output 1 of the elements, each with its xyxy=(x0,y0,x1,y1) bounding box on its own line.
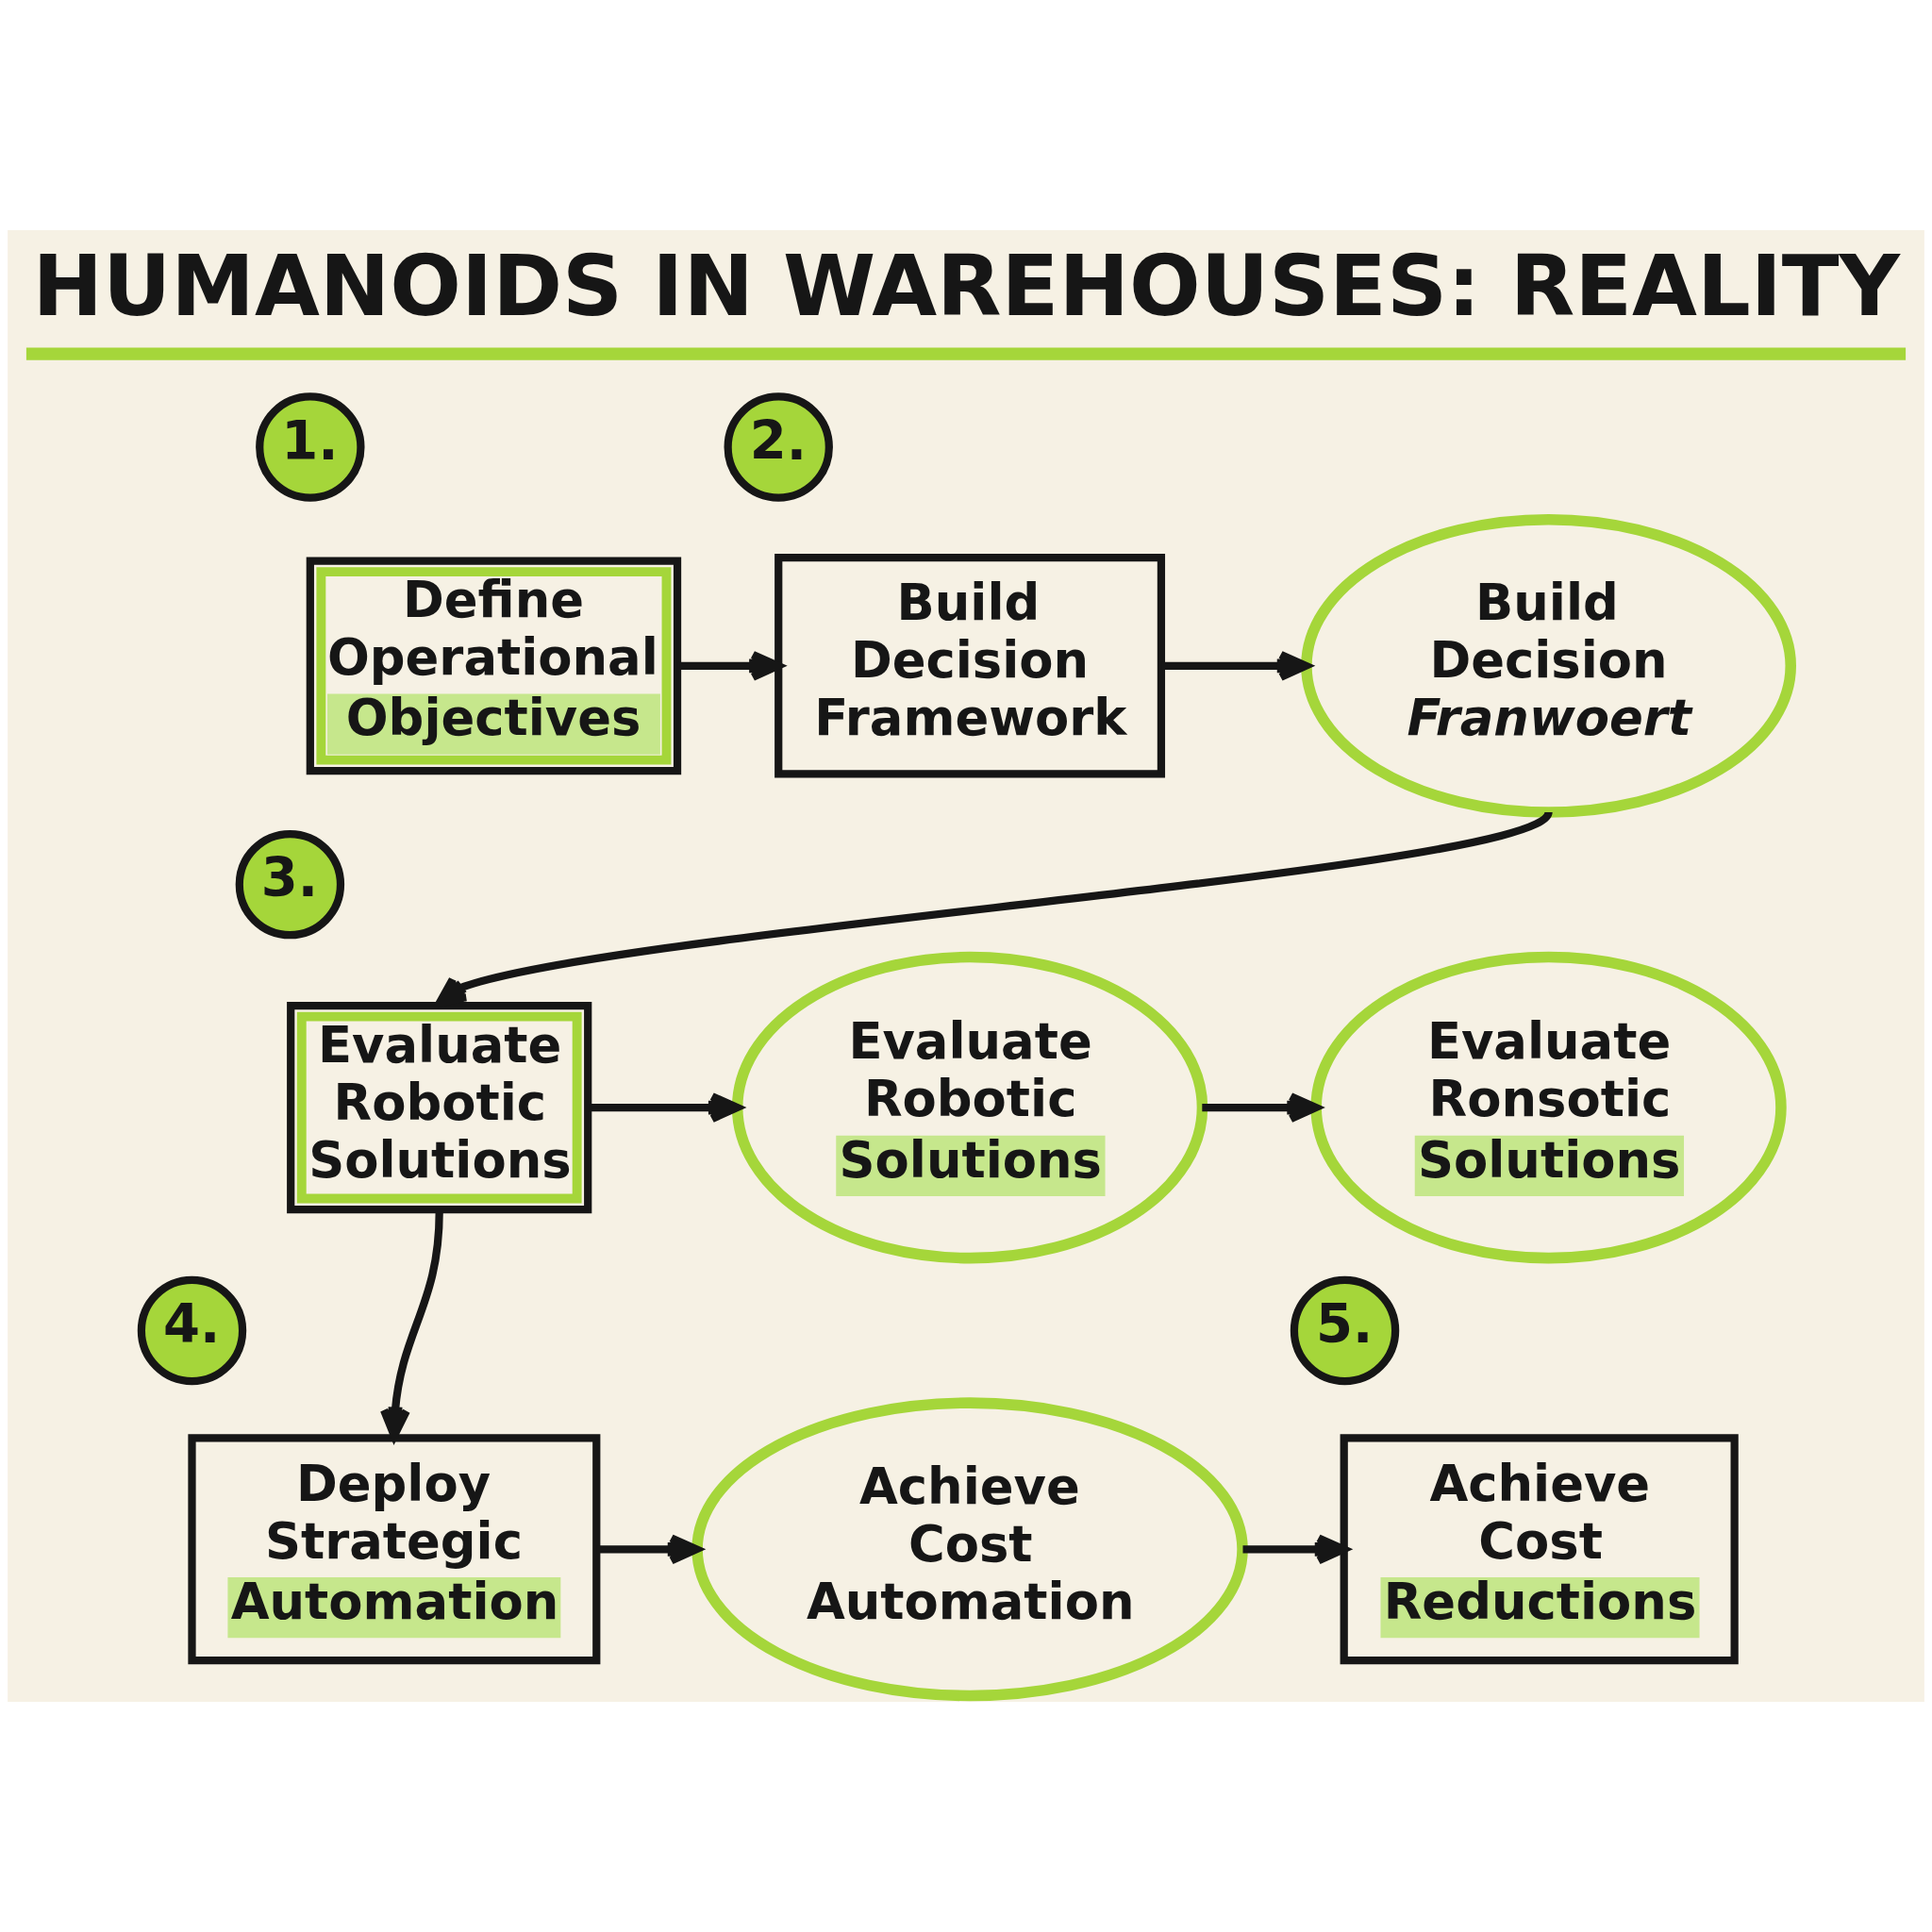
diagram-title: HUMANOIDS IN WAREHOUSES: REALITY xyxy=(32,237,1901,336)
